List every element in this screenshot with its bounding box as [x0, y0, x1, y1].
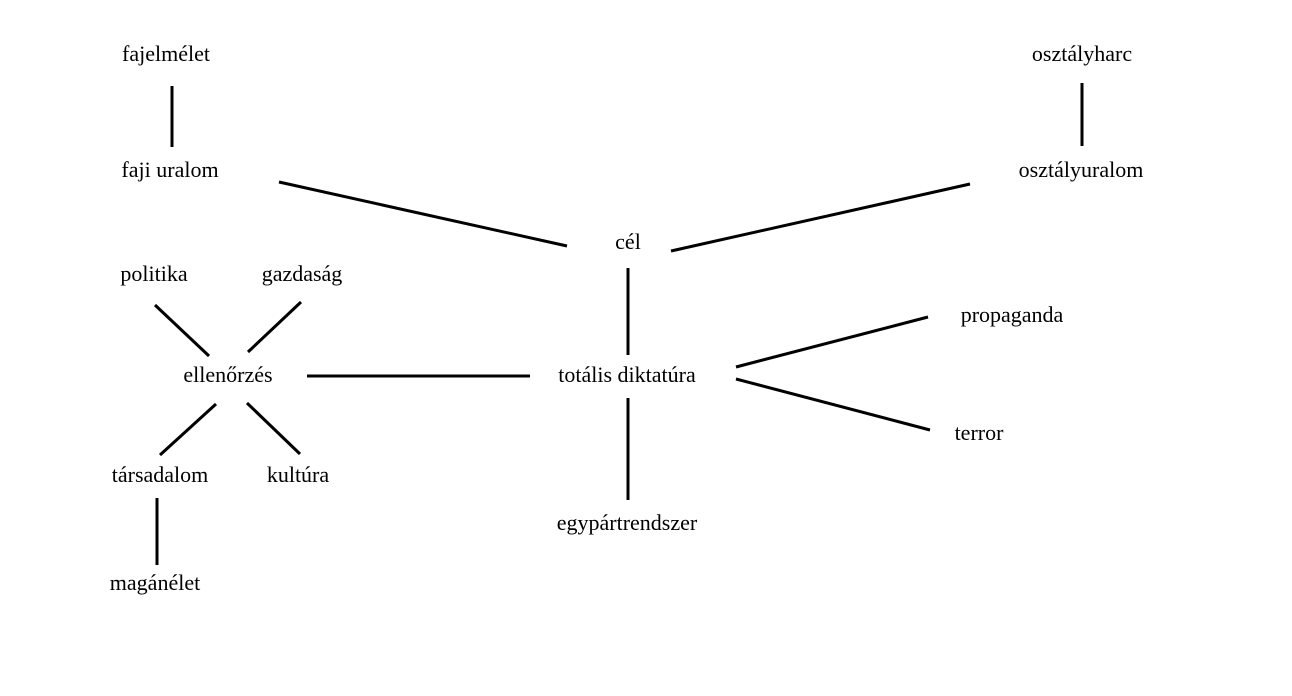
edge-ellenorzes-tarsadalom	[158, 402, 218, 457]
node-fajelmelet: fajelmélet	[122, 41, 210, 66]
node-politika: politika	[120, 261, 187, 286]
connector-lines	[153, 83, 1084, 565]
edge-ellenorzes-kultura	[245, 401, 302, 456]
node-maganelet: magánélet	[110, 570, 200, 595]
node-propaganda: propaganda	[961, 302, 1064, 327]
node-kultura: kultúra	[267, 462, 330, 487]
edge-totalis-diktatura-propaganda	[735, 315, 929, 369]
concept-labels: fajelmélet osztályharc faji uralom osztá…	[110, 41, 1144, 595]
node-terror: terror	[955, 420, 1005, 445]
node-tarsadalom: társadalom	[112, 462, 209, 487]
node-osztalyharc: osztályharc	[1032, 41, 1132, 66]
edge-gazdasag-ellenorzes	[246, 300, 303, 354]
edge-politika-ellenorzes	[153, 303, 211, 358]
node-gazdasag: gazdaság	[262, 261, 343, 286]
node-faji-uralom: faji uralom	[121, 157, 218, 182]
node-totalis-diktatura: totális diktatúra	[558, 362, 696, 387]
node-cel: cél	[615, 229, 641, 254]
node-osztalyuralom: osztályuralom	[1019, 157, 1144, 182]
edge-totalis-diktatura-terror	[735, 377, 931, 432]
node-ellenorzes: ellenőrzés	[183, 362, 272, 387]
edge-faji-uralom-cel	[278, 180, 568, 248]
node-egypartrendszer: egypártrendszer	[557, 510, 698, 535]
edge-osztalyuralom-cel	[670, 182, 971, 253]
